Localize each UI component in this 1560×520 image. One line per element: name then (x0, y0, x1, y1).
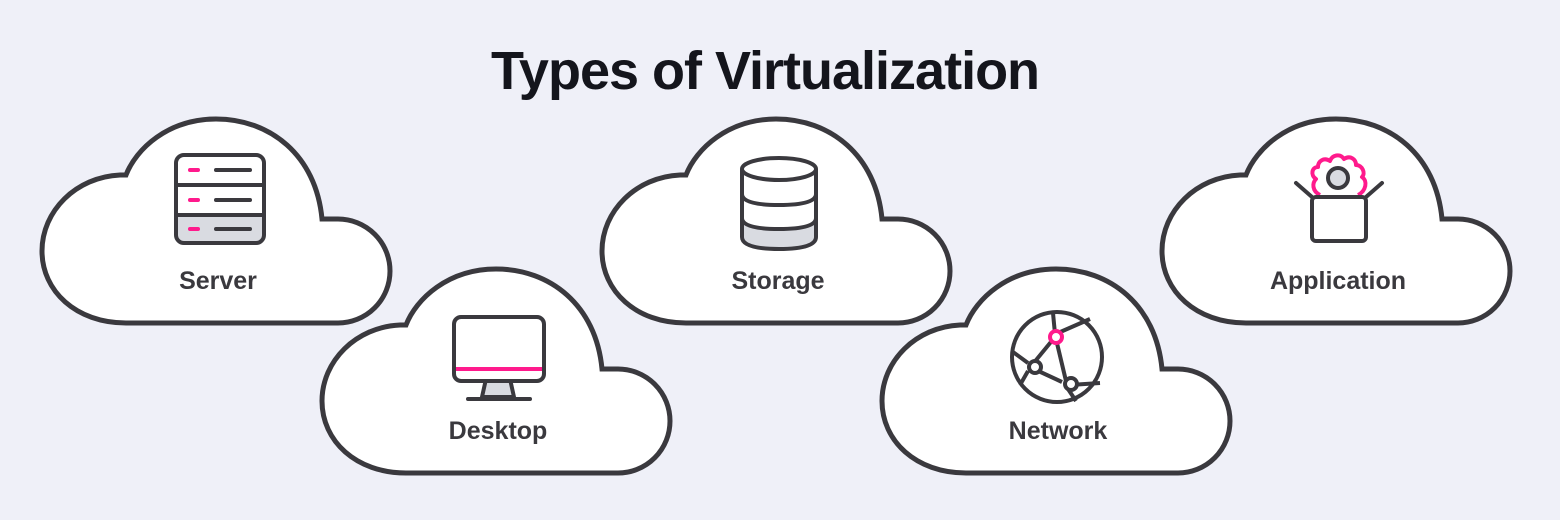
database-icon (740, 156, 818, 252)
server-rack-icon (174, 153, 266, 245)
cloud-storage: Storage (598, 115, 958, 327)
cloud-application: Application (1158, 115, 1518, 327)
cloud-label-server: Server (179, 267, 257, 295)
network-globe-icon (1010, 310, 1104, 404)
cloud-label-desktop: Desktop (448, 417, 548, 445)
cloud-label-application: Application (1269, 267, 1407, 295)
cloud-label-network: Network (1008, 417, 1108, 445)
cloud-desktop: Desktop (318, 265, 678, 477)
page-title: Types of Virtualization (490, 41, 1040, 101)
cloud-network: Network (878, 265, 1238, 477)
application-box-gear-icon (1294, 153, 1384, 243)
cloud-label-storage: Storage (731, 267, 825, 295)
cloud-server: Server (38, 115, 398, 327)
desktop-monitor-icon (452, 315, 546, 401)
